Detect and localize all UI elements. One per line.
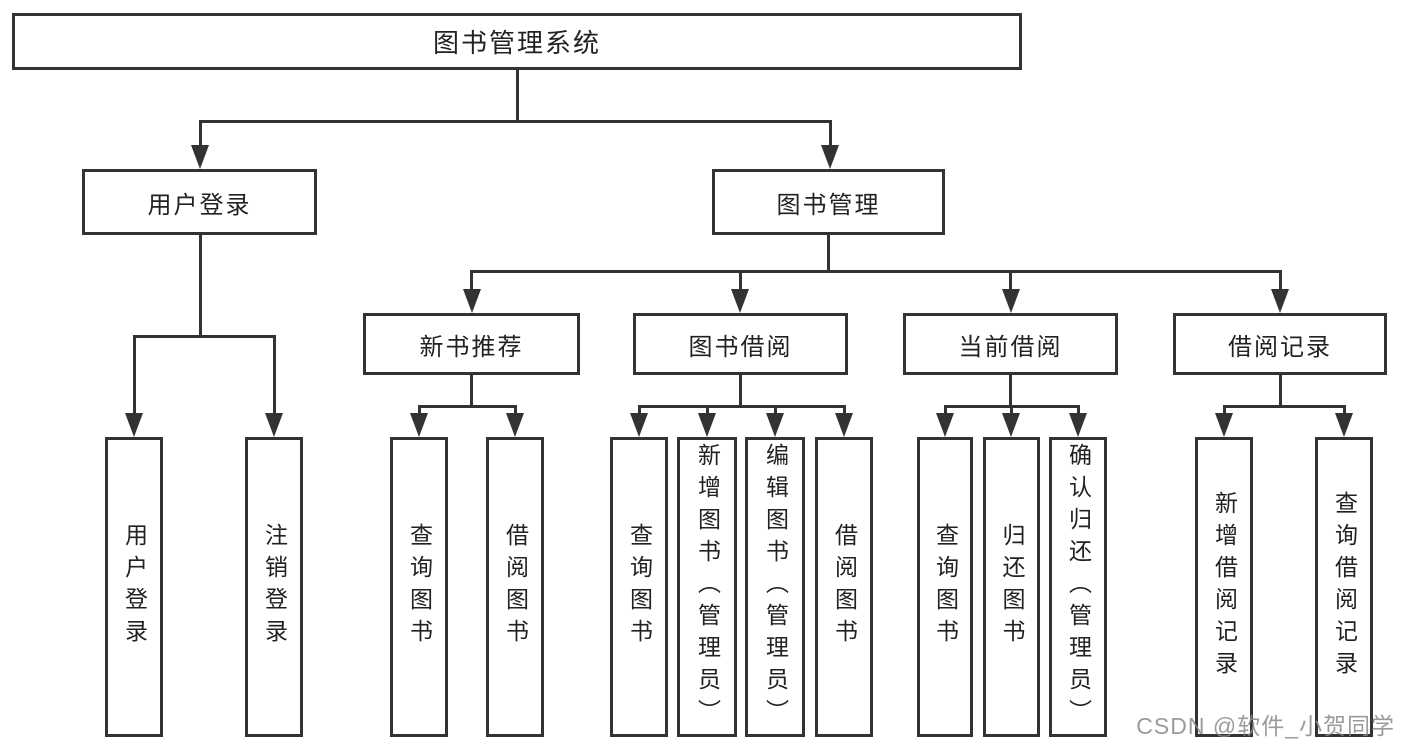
node-current-borrow-label: 当前借阅 (958, 333, 1063, 361)
leaf-borrow-query-book-label: 查询图书 (626, 523, 653, 651)
arrow-down-icon (506, 405, 524, 437)
arrow-down-icon (1215, 405, 1233, 437)
arrow-down-icon (1271, 270, 1289, 313)
node-new-book-recommend-label: 新书推荐 (419, 333, 524, 361)
node-book-management: 图书管理 (712, 169, 945, 235)
connector-line (417, 405, 517, 408)
node-book-borrow: 图书借阅 (633, 313, 848, 375)
leaf-borrow-borrow-book: 借阅图书 (815, 437, 873, 737)
leaf-recommend-borrow-book-label: 借阅图书 (502, 523, 529, 651)
connector-line (132, 335, 276, 338)
leaf-borrow-add-book-admin-label: 新增图书（管理员） (694, 443, 721, 731)
connector-line (1278, 375, 1282, 405)
leaf-borrow-edit-book-admin-label: 编辑图书（管理员） (762, 443, 789, 731)
connector-line (515, 70, 519, 120)
leaf-records-add-record-label: 新增借阅记录 (1211, 491, 1238, 683)
arrow-down-icon (410, 405, 428, 437)
connector-line (470, 270, 1282, 273)
leaf-recommend-borrow-book: 借阅图书 (486, 437, 544, 737)
connector-line (637, 405, 846, 408)
leaf-borrow-add-book-admin: 新增图书（管理员） (677, 437, 737, 737)
arrow-down-icon (731, 270, 749, 313)
leaf-user-login: 用户登录 (105, 437, 163, 737)
node-borrow-records-label: 借阅记录 (1228, 333, 1332, 361)
arrow-down-icon (1002, 405, 1020, 437)
connector-line (1009, 375, 1012, 405)
leaf-current-query-book-label: 查询图书 (932, 523, 959, 651)
leaf-borrow-borrow-book-label: 借阅图书 (831, 523, 858, 651)
arrow-down-icon (936, 405, 954, 437)
arrow-down-icon (630, 405, 648, 437)
connector-line (198, 235, 202, 335)
node-user-login: 用户登录 (82, 169, 317, 235)
leaf-logout-login-label: 注销登录 (261, 523, 288, 651)
arrow-down-icon (125, 335, 143, 437)
node-book-management-label: 图书管理 (776, 191, 881, 219)
leaf-borrow-edit-book-admin: 编辑图书（管理员） (745, 437, 805, 737)
arrow-down-icon (698, 405, 716, 437)
arrow-down-icon (1335, 405, 1353, 437)
leaf-current-confirm-return-admin: 确认归还（管理员） (1049, 437, 1107, 737)
connector-line (738, 375, 742, 405)
leaf-recommend-query-book: 查询图书 (390, 437, 448, 737)
leaf-user-login-label: 用户登录 (121, 523, 148, 651)
leaf-current-confirm-return-admin-label: 确认归还（管理员） (1065, 443, 1092, 731)
leaf-current-return-book-label: 归还图书 (999, 523, 1025, 651)
leaf-current-query-book: 查询图书 (917, 437, 973, 737)
arrow-down-icon (1001, 270, 1020, 313)
leaf-records-query-record: 查询借阅记录 (1315, 437, 1373, 737)
leaf-borrow-query-book: 查询图书 (610, 437, 668, 737)
leaf-current-return-book: 归还图书 (983, 437, 1040, 737)
arrow-down-icon (835, 405, 853, 437)
connector-line (198, 120, 832, 123)
node-library-system-label: 图书管理系统 (432, 28, 601, 58)
arrow-down-icon (1069, 405, 1087, 437)
arrow-down-icon (766, 405, 784, 437)
leaf-records-query-record-label: 查询借阅记录 (1331, 491, 1358, 683)
leaf-records-add-record: 新增借阅记录 (1195, 437, 1253, 737)
node-borrow-records: 借阅记录 (1173, 313, 1387, 375)
arrow-down-icon (821, 120, 839, 169)
leaf-logout-login: 注销登录 (245, 437, 303, 737)
node-user-login-label: 用户登录 (147, 191, 252, 219)
node-library-system: 图书管理系统 (12, 13, 1022, 70)
arrow-down-icon (462, 270, 481, 313)
connector-line (470, 375, 473, 405)
node-new-book-recommend: 新书推荐 (363, 313, 580, 375)
arrow-down-icon (191, 120, 209, 169)
connector-line (827, 235, 830, 270)
watermark: CSDN @软件_小贺同学 (1136, 713, 1395, 739)
leaf-recommend-query-book-label: 查询图书 (406, 523, 433, 651)
node-current-borrow: 当前借阅 (903, 313, 1118, 375)
arrow-down-icon (265, 335, 283, 437)
connector-line (1222, 405, 1346, 408)
node-book-borrow-label: 图书借阅 (688, 333, 793, 361)
